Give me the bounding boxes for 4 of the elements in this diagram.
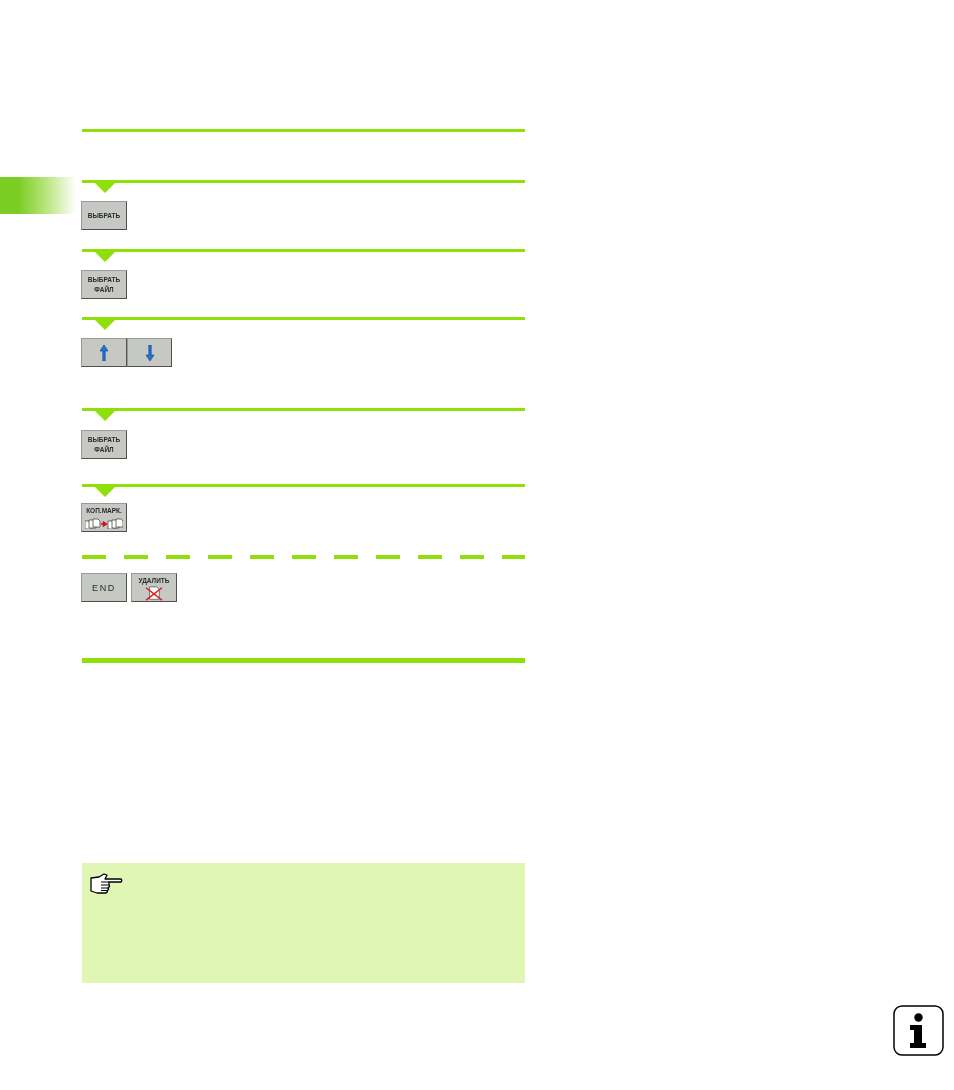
section-tab bbox=[0, 177, 76, 214]
soft-key-button: END bbox=[81, 573, 127, 602]
arrow-key-button bbox=[127, 338, 172, 367]
arrow-key-button bbox=[81, 338, 127, 367]
